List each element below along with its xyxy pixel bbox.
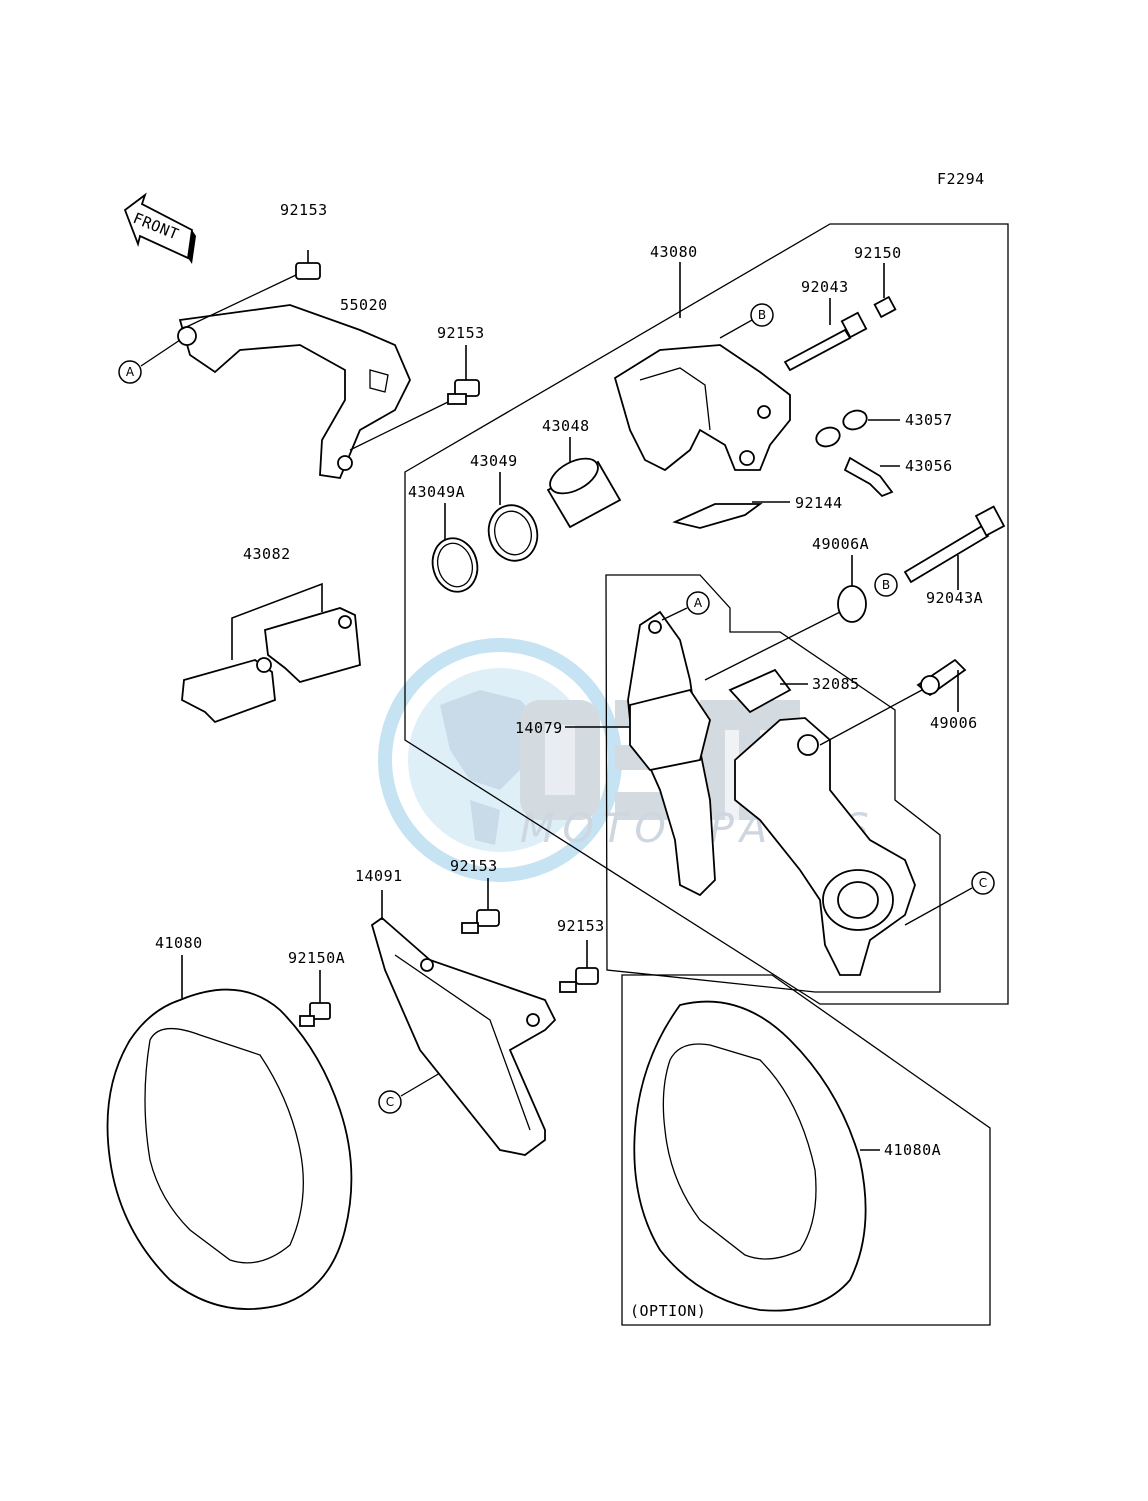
- callout-a-1: A: [118, 339, 181, 384]
- cap-43057: [815, 409, 900, 448]
- bolt-92153-a: [179, 250, 321, 331]
- bolt-92153-b: [349, 345, 480, 451]
- bushing-49006A: [837, 555, 867, 623]
- bolt-92153-c: [461, 878, 500, 934]
- seal-43049: [487, 472, 539, 562]
- pin-92043A: [903, 505, 1006, 590]
- callout-a-1-text: A: [126, 365, 135, 379]
- brake-disc-41080: [106, 955, 353, 1310]
- seal-43049A: [431, 503, 479, 593]
- bolt-92150A: [299, 970, 331, 1027]
- figure-code: F2294: [937, 170, 985, 188]
- part-label-92043A: 92043A: [926, 589, 983, 607]
- option-frame: [621, 974, 991, 1326]
- part-label-92144: 92144: [795, 494, 843, 512]
- bolt-92153-d: [559, 940, 599, 993]
- caliper-43080: [613, 262, 791, 472]
- callout-b-1: B: [750, 303, 774, 327]
- piston-43048: [546, 437, 622, 529]
- brake-pads-43082: [181, 582, 361, 724]
- part-label-92153-c: 92153: [450, 857, 498, 875]
- part-label-43082: 43082: [243, 545, 291, 563]
- assembly-frame: [404, 223, 1009, 1005]
- subassembly-frame: [605, 574, 941, 993]
- part-label-92153-a: 92153: [280, 201, 328, 219]
- clip-32085: [728, 668, 808, 714]
- callout-b-2-text: B: [882, 578, 890, 592]
- plug-92150: [873, 263, 897, 319]
- pin-92043: [783, 298, 868, 372]
- part-label-92150A: 92150A: [288, 949, 345, 967]
- callout-c-2-text: C: [386, 1095, 394, 1109]
- callout-a-2: A: [661, 591, 710, 621]
- part-label-92153-b: 92153: [437, 324, 485, 342]
- part-label-55020: 55020: [340, 296, 388, 314]
- callout-c-1-text: C: [979, 876, 987, 890]
- callout-b-2: B: [874, 573, 898, 597]
- part-label-43048: 43048: [542, 417, 590, 435]
- option-label: (OPTION): [630, 1302, 706, 1320]
- caliper-bracket-14079: [565, 610, 923, 976]
- part-label-41080: 41080: [155, 934, 203, 952]
- part-label-43057: 43057: [905, 411, 953, 429]
- callout-c-1: C: [904, 871, 995, 926]
- spring-92144: [672, 501, 790, 529]
- part-label-14079: 14079: [515, 719, 563, 737]
- part-label-92043: 92043: [801, 278, 849, 296]
- part-label-92153-d: 92153: [557, 917, 605, 935]
- part-label-32085: 32085: [812, 675, 860, 693]
- callout-b-1-text: B: [758, 308, 766, 322]
- part-labels: 92153 55020 92153 43080 92150 92043 4305…: [155, 201, 983, 1159]
- front-arrow-icon: FRONT: [123, 192, 196, 264]
- part-label-49006A: 49006A: [812, 535, 869, 553]
- part-label-14091: 14091: [355, 867, 403, 885]
- callout-a-2-text: A: [694, 596, 703, 610]
- bushing-49006: [916, 658, 967, 712]
- part-label-43049: 43049: [470, 452, 518, 470]
- part-label-49006: 49006: [930, 714, 978, 732]
- disc-guard-14091: [370, 890, 557, 1156]
- bleeder-43056: [843, 456, 900, 498]
- part-label-92150: 92150: [854, 244, 902, 262]
- brake-disc-41080A: [633, 1000, 880, 1312]
- part-label-43049A: 43049A: [408, 483, 465, 501]
- part-label-41080A: 41080A: [884, 1141, 941, 1159]
- part-label-43056: 43056: [905, 457, 953, 475]
- bracket-55020: [177, 304, 411, 479]
- part-label-43080: 43080: [650, 243, 698, 261]
